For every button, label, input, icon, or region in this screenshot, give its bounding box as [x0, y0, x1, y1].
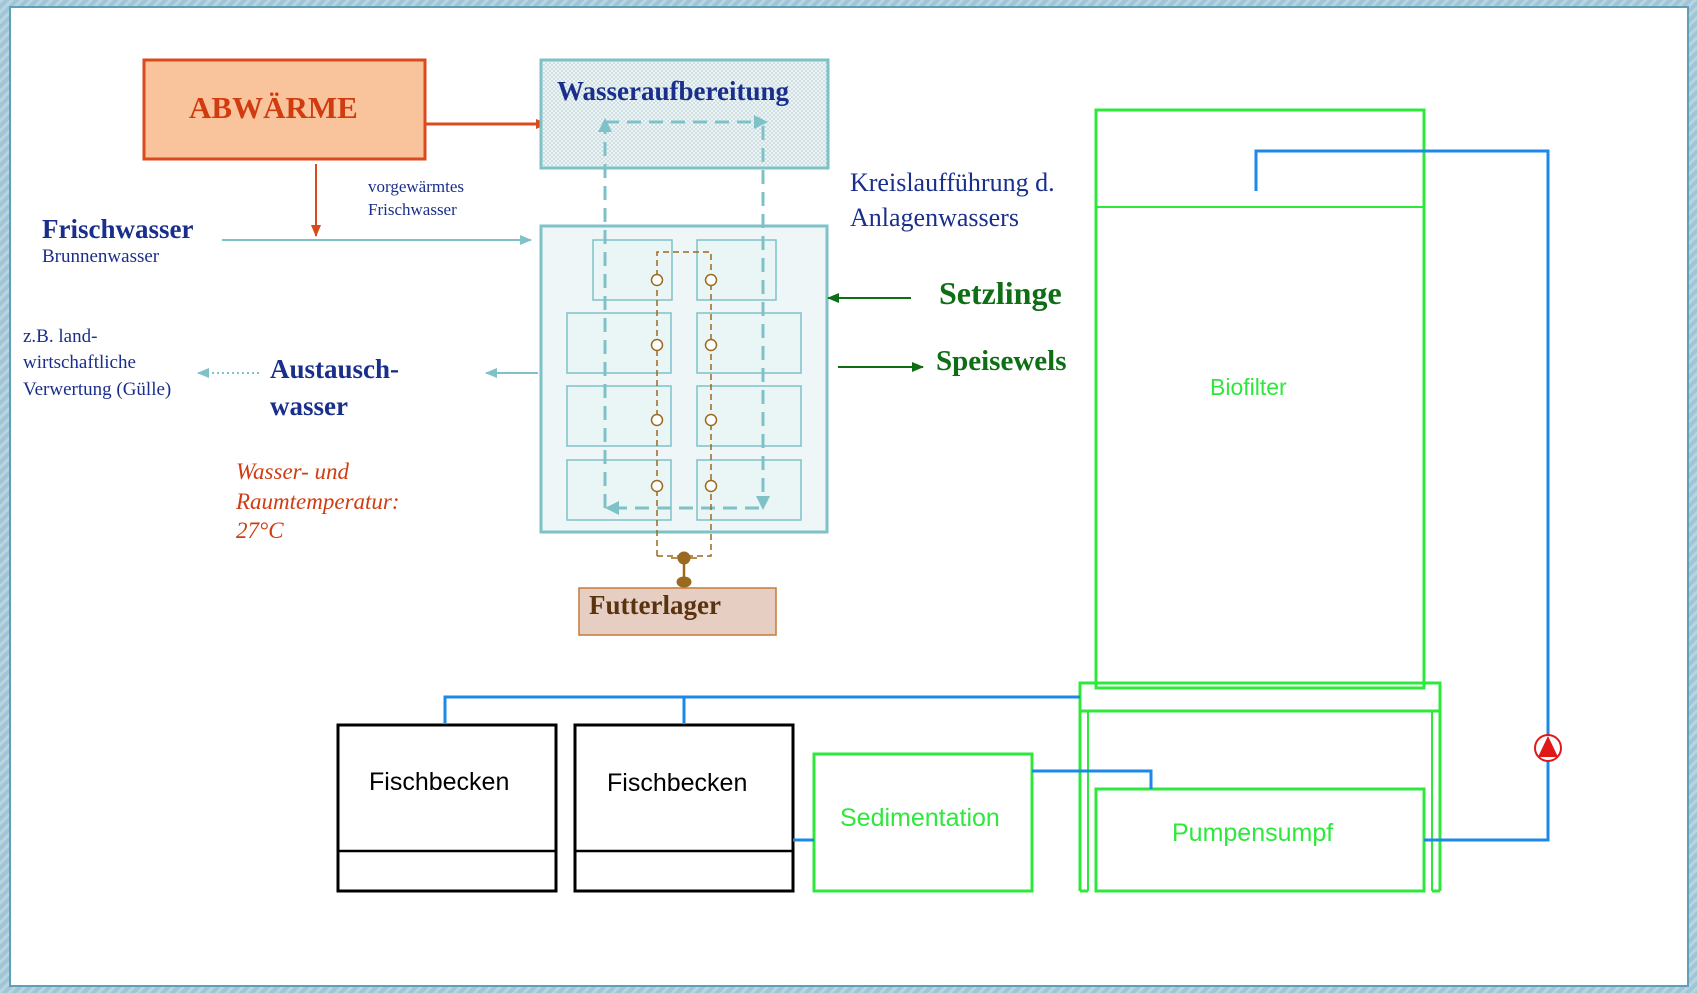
wasseraufbereitung-box [539, 58, 830, 170]
blue-pipes [443, 149, 1550, 842]
temperatur-label-3: 27°C [236, 518, 284, 543]
verwertung-label-1: z.B. land- [23, 326, 98, 347]
setzlinge-label: Setzlinge [939, 275, 1062, 311]
pumpensumpf-label: Pumpensumpf [1172, 819, 1334, 847]
feed-dispenser [671, 551, 697, 588]
verwertung-label-3: Verwertung (Gülle) [23, 379, 172, 400]
austausch-label-2: wasser [270, 391, 348, 421]
abwaerme-label: ABWÄRME [189, 90, 358, 125]
kreislauf-label-1: Kreislaufführung d. [850, 168, 1055, 197]
loop-arrowhead-bottom-right [756, 496, 770, 510]
sedimentation-label: Sedimentation [840, 804, 1000, 832]
temperatur-label-1: Wasser- und [236, 459, 350, 484]
diagram-graphics [142, 58, 1562, 893]
tank-6 [696, 385, 802, 447]
verwertung-label-2: wirtschaftliche [23, 352, 136, 373]
abwaerme-box [142, 58, 427, 161]
biofilter-box [1094, 108, 1426, 690]
futterlager-box [578, 587, 777, 636]
sedimentation-box [812, 752, 1034, 893]
frischwasser-subtitle: Brunnenwasser [42, 246, 160, 267]
kreislauf-label-2: Anlagenwassers [850, 203, 1019, 232]
tank-1 [592, 239, 673, 301]
fischbecken-2-label: Fischbecken [607, 769, 748, 797]
austausch-label-1: Austausch- [270, 354, 400, 384]
temperatur-label-2: Raumtemperatur: [236, 489, 400, 514]
fischbecken-1-label: Fischbecken [369, 768, 510, 796]
speisewels-label: Speisewels [936, 345, 1067, 377]
feed-lines [656, 251, 712, 557]
futterlager-label: Futterlager [589, 590, 721, 620]
biofilter-label: Biofilter [1210, 374, 1287, 400]
fischbecken-2-box [573, 723, 795, 893]
fischbecken-1-box [336, 723, 558, 893]
feed-points [650, 273, 718, 493]
frischwasser-title: Frischwasser [42, 214, 194, 244]
vorgewaermtes-label-1: vorgewärmtes [368, 177, 464, 196]
wasseraufbereitung-label: Wasseraufbereitung [557, 76, 790, 106]
loop-arrowhead-top-right [754, 115, 768, 129]
vorgewaermtes-label-2: Frischwasser [368, 200, 457, 219]
loop-arrowhead-top-left [598, 118, 612, 132]
circulation-loop [603, 120, 765, 510]
loop-arrowhead-bottom-left [605, 501, 619, 515]
diagram-canvas: ABWÄRME Wasseraufbereitung vorgewärmtes … [11, 8, 1687, 985]
pump-icon [1534, 734, 1562, 762]
